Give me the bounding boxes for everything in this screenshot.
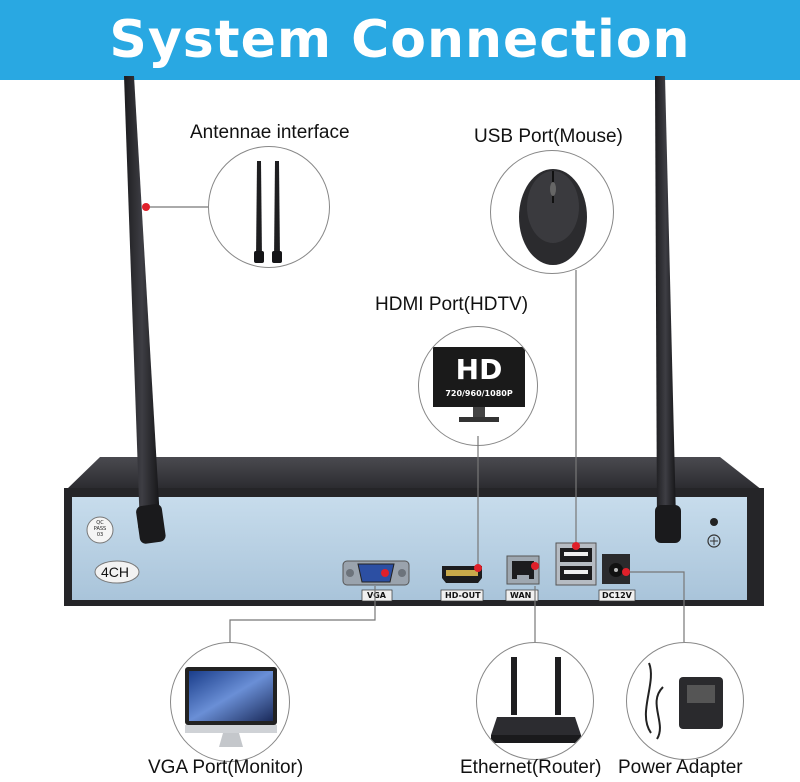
antennae-callout <box>208 146 330 268</box>
antennae-label: Antennae interface <box>190 122 350 143</box>
hdmi-label: HDMI Port(HDTV) <box>375 294 529 315</box>
ethernet-callout <box>476 642 594 760</box>
hdmi-port <box>442 566 482 583</box>
power-callout <box>626 642 744 760</box>
wan-port-label: WAN <box>510 591 532 600</box>
back-panel <box>72 497 747 600</box>
monitor-icon <box>185 667 277 747</box>
hd-screen-small: 720/960/1080P <box>445 389 513 398</box>
ethernet-label: Ethernet(Router) <box>460 757 602 778</box>
mouse-icon <box>519 169 587 265</box>
antenna-pair-icon <box>254 161 282 263</box>
hd-screen-big: HD <box>455 353 503 386</box>
hdmi-callout: HD 720/960/1080P <box>418 326 538 446</box>
ground-icon <box>707 534 721 548</box>
power-adapter-icon <box>644 662 723 740</box>
vga-port-label: VGA <box>367 591 386 600</box>
qc-sticker-text: QC PASS 03 <box>90 520 110 538</box>
marker-dots <box>142 203 630 577</box>
hdmi-port-label: HD-OUT <box>445 591 481 600</box>
title-banner: System Connection <box>0 0 800 80</box>
antenna-left <box>124 76 166 544</box>
vga-callout <box>170 642 290 762</box>
qc-line-2: PASS <box>93 526 107 532</box>
qc-line-1: QC <box>96 520 104 526</box>
chassis-top <box>66 457 762 490</box>
vga-label: VGA Port(Monitor) <box>148 757 304 778</box>
page-title: System Connection <box>109 10 691 70</box>
dc-port-label: DC12V <box>602 591 632 600</box>
channel-label: 4CH <box>101 564 130 580</box>
usb-label: USB Port(Mouse) <box>474 126 623 147</box>
reset-hole <box>710 518 718 526</box>
vga-port <box>342 560 410 586</box>
antenna-right <box>655 76 681 543</box>
hd-tv-icon <box>433 347 525 422</box>
channel-badge <box>94 560 140 584</box>
router-icon <box>491 657 581 743</box>
qc-line-3: 03 <box>96 532 104 538</box>
usb-callout <box>490 150 614 274</box>
qc-sticker <box>86 516 114 544</box>
wan-port <box>506 555 540 585</box>
power-label: Power Adapter <box>618 757 743 778</box>
